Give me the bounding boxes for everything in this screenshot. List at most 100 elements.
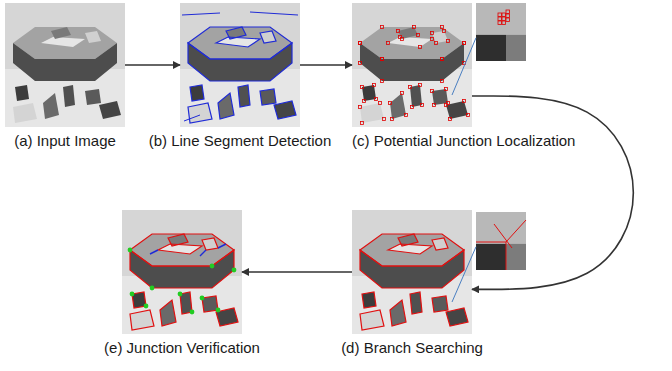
junction-candidate xyxy=(441,58,444,61)
scene-block xyxy=(360,43,464,81)
edge-overlay xyxy=(158,244,202,254)
flow-arrow xyxy=(472,96,633,289)
scene-block xyxy=(130,310,154,330)
edge-overlay xyxy=(168,234,188,246)
junction-candidate xyxy=(431,90,434,93)
panel-caption: (a) Input Image xyxy=(12,132,118,150)
edge-overlay xyxy=(390,300,406,326)
junction-candidate xyxy=(381,58,384,61)
panel-caption: (c) Potential Junction Localization xyxy=(350,132,577,150)
junction-candidate xyxy=(373,84,376,87)
scene-block xyxy=(274,101,296,119)
junction-candidate xyxy=(502,13,506,17)
image-panel: (a) Input Image xyxy=(5,3,125,127)
panel-caption: (d) Branch Searching xyxy=(339,339,485,357)
scene-block xyxy=(390,93,406,119)
verified-junction xyxy=(232,268,237,273)
scene-block xyxy=(360,250,464,288)
scene-block xyxy=(13,27,117,59)
junction-candidate xyxy=(502,17,506,21)
scene-block xyxy=(398,234,418,246)
edge-overlay xyxy=(202,296,218,312)
zoom-leader xyxy=(452,38,476,95)
verified-junction xyxy=(190,310,195,315)
image-panel: (e) Junction Verification xyxy=(122,210,242,334)
junction-candidate xyxy=(431,38,434,41)
panel-caption: (b) Line Segment Detection xyxy=(147,132,334,150)
scene-block xyxy=(216,308,238,326)
scene-block xyxy=(85,89,101,105)
branch-line xyxy=(476,220,526,270)
flow-arrow xyxy=(300,64,352,66)
edge-overlay xyxy=(226,27,246,39)
edge-overlay xyxy=(130,250,234,288)
verified-junction xyxy=(128,248,133,253)
scene-block xyxy=(43,93,59,119)
junction-candidate xyxy=(502,21,506,25)
scene-backdrop xyxy=(352,3,472,127)
junction-candidate xyxy=(361,122,364,125)
scene-backdrop xyxy=(180,3,300,127)
scene-block xyxy=(99,101,121,119)
junction-candidate xyxy=(417,34,420,37)
scene-block xyxy=(432,296,448,312)
junction-candidate xyxy=(359,42,362,45)
verified-junction xyxy=(216,308,221,313)
scene-block xyxy=(388,244,432,254)
scene-block xyxy=(63,85,75,107)
scene-block xyxy=(130,250,234,288)
junction-candidate xyxy=(401,38,404,41)
junction-candidate xyxy=(397,30,400,33)
stray-segment xyxy=(182,12,298,121)
junction-candidate xyxy=(421,104,424,107)
scene-image xyxy=(352,210,472,334)
verified-junction xyxy=(130,292,135,297)
scene-block xyxy=(390,300,406,326)
junction-candidate xyxy=(447,40,450,43)
junction-candidate xyxy=(383,118,386,121)
scene-block xyxy=(446,101,468,119)
edge-overlay xyxy=(190,85,204,101)
scene-block xyxy=(360,310,384,330)
scene-block xyxy=(432,238,448,250)
inset-mid xyxy=(506,35,526,61)
scene-block xyxy=(216,37,260,47)
junction-candidate xyxy=(445,104,448,107)
edge-overlay xyxy=(130,310,154,330)
junction-candidate xyxy=(391,118,394,121)
junction-candidate xyxy=(498,21,502,25)
scene-backdrop xyxy=(122,210,242,334)
edge-overlay xyxy=(360,310,384,330)
junction-candidate xyxy=(435,42,438,45)
junction-candidate xyxy=(363,100,366,103)
junction-candidate xyxy=(431,32,434,35)
edge-overlay xyxy=(432,238,448,250)
edge-overlay xyxy=(360,250,464,288)
zoom-leader xyxy=(452,247,476,302)
edge-overlay xyxy=(446,308,468,326)
scene-block xyxy=(260,31,276,43)
edge-overlay xyxy=(160,300,176,326)
junction-candidate xyxy=(387,42,390,45)
scene-block xyxy=(13,103,37,123)
junction-candidate xyxy=(447,102,450,105)
junction-candidate xyxy=(433,104,436,107)
junction-candidate xyxy=(463,42,466,45)
junction-candidate xyxy=(381,80,384,83)
junction-candidate xyxy=(361,86,364,89)
verified-junction xyxy=(200,296,205,301)
scene-block xyxy=(446,308,468,326)
junction-candidate xyxy=(409,86,412,89)
scene-block xyxy=(188,103,212,123)
junction-candidate xyxy=(381,58,384,61)
junction-candidate xyxy=(375,98,378,101)
flow-arrow xyxy=(242,271,352,273)
inset-ground xyxy=(476,3,526,61)
scene-block xyxy=(51,27,71,39)
junction-candidate xyxy=(359,106,362,109)
edge-overlay xyxy=(238,85,250,107)
flow-arrow xyxy=(125,64,180,66)
scene-block xyxy=(360,103,384,123)
